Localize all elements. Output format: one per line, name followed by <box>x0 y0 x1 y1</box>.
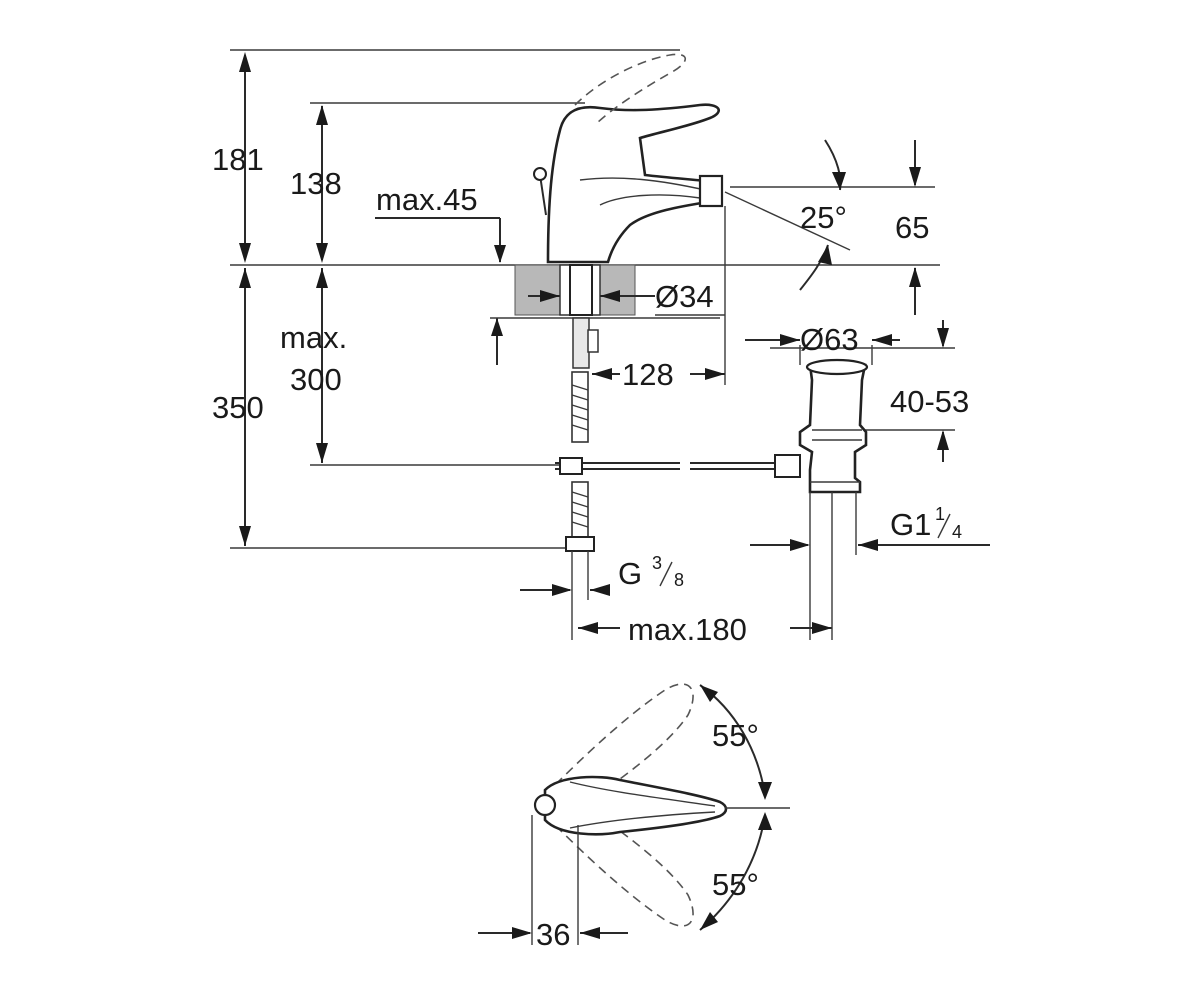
dim-angle-55-bottom <box>699 812 772 931</box>
dim-dia63 <box>745 334 900 365</box>
label-181: 181 <box>212 142 264 177</box>
side-view: 181 138 max.45 25° 65 Ø34 max. 300 350 1… <box>212 49 990 647</box>
label-350: 350 <box>212 390 264 425</box>
dim-65 <box>909 140 921 315</box>
dim-350 <box>239 268 251 546</box>
label-128: 128 <box>622 357 674 392</box>
label-g114-numerator: 1 <box>935 504 945 524</box>
mixer-body <box>533 53 724 264</box>
dim-138 <box>316 105 328 263</box>
top-view: 55° 55° 36 <box>478 683 790 952</box>
dim-181 <box>239 52 251 263</box>
label-max300-line1: max. <box>280 320 347 355</box>
label-g38-numerator: 3 <box>652 553 662 573</box>
label-dia34: Ø34 <box>655 279 714 314</box>
lever-top <box>533 775 728 836</box>
dim-max45 <box>375 217 506 365</box>
label-g38: G <box>618 556 642 591</box>
dim-max180 <box>578 492 833 640</box>
label-40-53: 40-53 <box>890 384 969 419</box>
label-g114-denominator: 4 <box>952 522 962 542</box>
label-65: 65 <box>895 210 929 245</box>
label-max300-line2: 300 <box>290 362 342 397</box>
label-138: 138 <box>290 166 342 201</box>
dim-g38 <box>520 551 610 640</box>
popup-rod <box>555 454 801 478</box>
dim-dia34 <box>528 290 725 316</box>
dim-g114 <box>750 492 990 640</box>
label-dia63: Ø63 <box>800 322 859 357</box>
shank <box>569 264 599 369</box>
label-max180: max.180 <box>628 612 747 647</box>
label-g114: G1 <box>890 507 931 542</box>
label-36: 36 <box>536 917 570 952</box>
label-55deg-top: 55° <box>712 718 759 753</box>
label-25deg: 25° <box>800 200 847 235</box>
dim-angle-25 <box>724 139 851 291</box>
dim-36 <box>478 815 628 945</box>
label-g38-denominator: 8 <box>674 570 684 590</box>
waste-valve <box>798 358 869 494</box>
dim-max300 <box>316 268 328 463</box>
dim-40-53 <box>937 320 949 462</box>
label-55deg-bottom: 55° <box>712 867 759 902</box>
label-max45: max.45 <box>376 182 478 217</box>
supply-hose <box>565 371 595 552</box>
dim-128 <box>592 206 726 385</box>
dim-angle-55-top <box>699 684 772 800</box>
